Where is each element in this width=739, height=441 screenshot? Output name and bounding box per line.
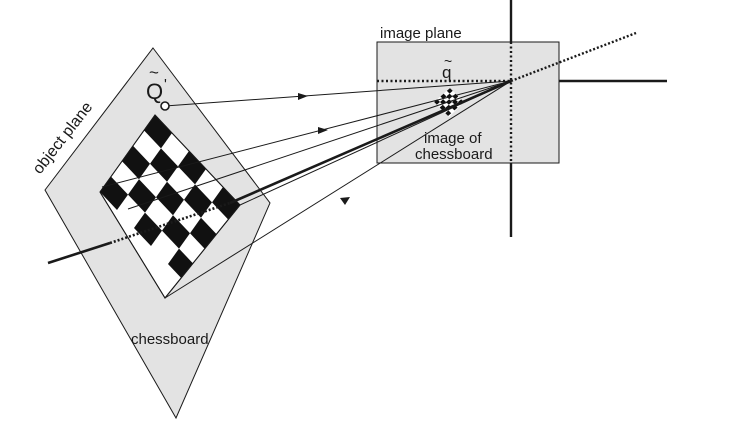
point-Q-marker <box>160 101 170 111</box>
image-chessboard-black-square <box>445 110 452 116</box>
chessboard-black-square <box>150 148 178 182</box>
ray-arrowheads <box>298 93 350 205</box>
image-of-chessboard-label-line2: chessboard <box>415 146 493 163</box>
image-chessboard-black-square <box>439 104 446 111</box>
point-Q-label: ~ Q ' <box>146 63 167 104</box>
optical-axis <box>47 31 637 265</box>
chessboard <box>99 114 241 299</box>
image-plane-rect <box>376 41 560 164</box>
svg-text:': ' <box>164 76 167 93</box>
image-chessboard-black-square <box>434 99 440 105</box>
chessboard-black-square <box>156 181 184 216</box>
chessboard-black-square <box>100 176 128 210</box>
svg-text:~: ~ <box>444 53 452 69</box>
chessboard-black-square <box>178 151 206 185</box>
image-chessboard-black-square <box>446 88 453 94</box>
image-of-chessboard-label-line1: image of <box>424 130 482 147</box>
chessboard-label: chessboard <box>131 331 209 348</box>
chessboard-black-square <box>128 179 156 213</box>
chessboard-black-square <box>184 184 212 218</box>
chessboard-black-square <box>162 215 190 249</box>
image-plane-label: image plane <box>380 25 462 42</box>
svg-text:q: q <box>442 63 451 82</box>
point-q-label: ~ q <box>442 53 452 82</box>
chessboard-black-square <box>144 115 172 149</box>
image-chessboard-black-square <box>452 99 458 105</box>
svg-text:Q: Q <box>146 79 163 104</box>
svg-text:~: ~ <box>149 63 159 82</box>
image-chessboard-black-square <box>440 99 446 105</box>
image-plane-axes <box>377 0 667 237</box>
image-chessboard-black-square <box>440 93 447 100</box>
chessboard-black-square <box>122 145 150 180</box>
chessboard-black-square <box>212 187 240 221</box>
